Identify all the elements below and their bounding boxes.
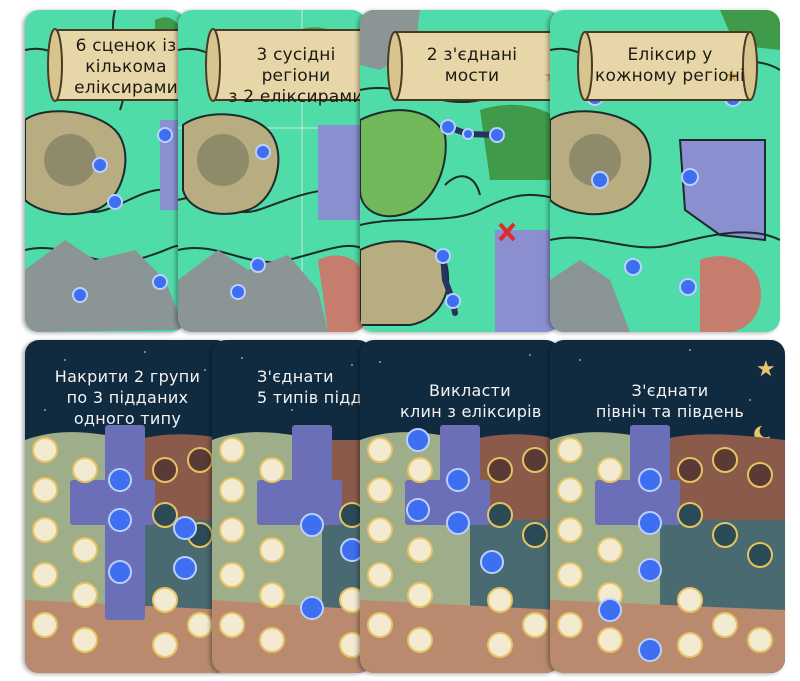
card-board-art <box>360 354 560 673</box>
card-title-line: Еліксир у <box>627 45 713 65</box>
card-title-line: по 3 підданих <box>66 388 189 407</box>
card-title-line: Викласти <box>429 381 511 400</box>
card-title-line: 5 типів підд <box>257 388 363 407</box>
elixir-markers <box>72 127 173 303</box>
elixir-markers <box>406 428 504 574</box>
star-icon: ★ <box>756 357 776 382</box>
scroll-banner <box>47 28 181 102</box>
objective-card-connect-north-south[interactable]: ★ З'єднати північ та південь <box>550 340 785 673</box>
card-board-art: ★ <box>550 349 785 673</box>
card-map-art <box>360 10 560 332</box>
card-title-line: 2 з'єднані <box>426 45 518 65</box>
objective-card-cover-two-groups[interactable]: Накрити 2 групи по 3 підданих одного тип… <box>25 340 230 673</box>
card-map-art <box>550 10 780 332</box>
card-title-line: З'єднати <box>631 381 709 400</box>
card-title-line: еліксирами <box>74 78 178 98</box>
card-title-line: північ та південь <box>595 402 745 421</box>
card-title-line: 6 сценок із <box>75 36 177 56</box>
elixir-markers <box>108 468 197 584</box>
elixir-markers <box>598 468 662 662</box>
bridge-path <box>435 119 516 316</box>
card-title-line: з 2 еліксирами <box>228 87 364 107</box>
card-title-line: 3 сусідні регіони <box>256 45 336 86</box>
elixir-markers <box>230 144 271 300</box>
cross-mark <box>498 222 516 242</box>
objective-card-connect-five-types[interactable]: З'єднати 5 типів підд <box>212 340 372 673</box>
card-board-art <box>25 351 230 673</box>
card-title-line: клин з еліксирів <box>400 402 542 421</box>
objective-card-elixir-wedge[interactable]: Викласти клин з еліксирів <box>360 340 560 673</box>
card-board-art <box>212 357 372 673</box>
card-title-line: З'єднати <box>257 367 334 386</box>
objective-card-connected-bridges[interactable]: ★ 2 з'єднані мости <box>360 10 560 332</box>
star-icon: ★ <box>724 66 740 87</box>
objective-card-six-scenes[interactable]: 6 сценок із кількома еліксирами <box>25 10 185 332</box>
card-title-line: Накрити 2 групи <box>54 367 201 386</box>
objective-card-adjacent-regions[interactable]: 3 сусідні регіони з 2 еліксирами <box>178 10 366 332</box>
scroll-banner: ★ <box>577 31 758 101</box>
card-title-line: мости <box>444 66 500 86</box>
objective-card-elixir-every-region[interactable]: ★ Еліксир у кожному регіоні <box>550 10 780 332</box>
card-title-line: кожному регіоні <box>595 66 745 86</box>
card-title-line: кількома <box>85 57 167 77</box>
elixir-markers <box>300 513 364 620</box>
card-title-line: одного типу <box>73 409 182 428</box>
